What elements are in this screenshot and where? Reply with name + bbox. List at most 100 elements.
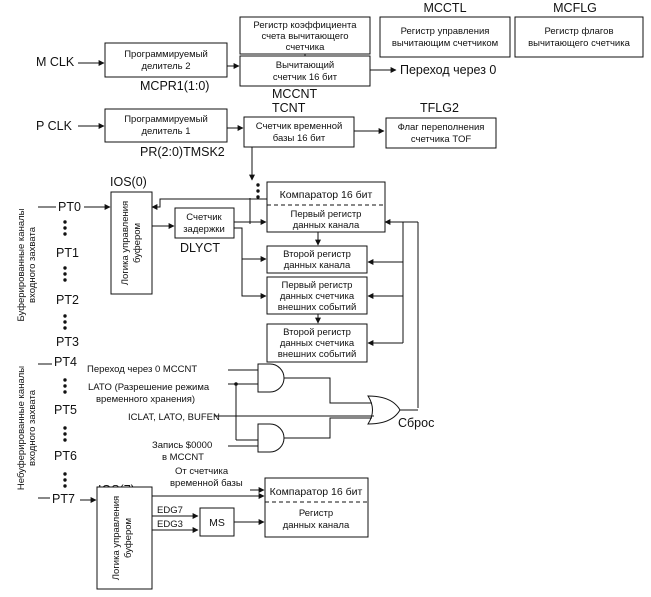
svg-text:PT6: PT6: [54, 449, 77, 463]
svg-text:ICLAT, LATO, BUFEN: ICLAT, LATO, BUFEN: [128, 412, 220, 423]
svg-text:Небуферированные каналы: Небуферированные каналы: [16, 366, 27, 490]
mcpr-label: MCPR1(1:0): [140, 79, 209, 93]
svg-text:временного хранения): временного хранения): [96, 394, 195, 405]
pin-pt7: PT7: [52, 492, 75, 506]
svg-text:делитель 2: делитель 2: [142, 61, 191, 72]
divider1-box: Программируемый делитель 1: [104, 108, 228, 143]
svg-text:Счетчик временной: Счетчик временной: [256, 121, 343, 132]
down-counter-box: Вычитающий счетчик 16 бит: [239, 55, 371, 87]
timebase-counter-box: Счетчик временной базы 16 бит: [243, 116, 355, 148]
iclat-input-label: ICLAT, LATO, BUFEN: [128, 412, 220, 423]
svg-text:внешних событий: внешних событий: [278, 349, 357, 360]
svg-text:PT3: PT3: [56, 335, 79, 349]
and-gate-1: [257, 363, 285, 393]
svg-text:От счетчика: От счетчика: [175, 466, 229, 477]
tof-flag-box: Флаг переполнения счетчика TOF: [385, 117, 497, 149]
svg-text:Запись $0000: Запись $0000: [152, 440, 212, 451]
svg-text:PT7: PT7: [52, 492, 75, 506]
svg-text:буфером: буфером: [132, 223, 143, 263]
svg-text:EDG3: EDG3: [157, 519, 183, 530]
svg-text:Логика управления: Логика управления: [120, 201, 131, 285]
buffer-logic-box-0: Логика управления буфером: [110, 191, 153, 295]
svg-text:данных канала: данных канала: [284, 260, 351, 271]
svg-text:M CLK: M CLK: [36, 55, 75, 69]
dots-pt4-pt5: [63, 378, 67, 394]
svg-text:вычитающим счетчиком: вычитающим счетчиком: [392, 38, 498, 49]
svg-text:задержки: задержки: [183, 224, 225, 235]
svg-text:данных канала: данных канала: [283, 520, 350, 531]
ext-counter-register-1-box: Первый регистр данных счетчика внешних с…: [266, 276, 368, 315]
svg-text:PT4: PT4: [54, 355, 77, 369]
pin-pt1: PT1: [56, 246, 79, 260]
svg-text:входного захвата: входного захвата: [27, 389, 38, 466]
svg-text:PT1: PT1: [56, 246, 79, 260]
svg-text:MCCTL: MCCTL: [423, 1, 466, 15]
svg-text:Второй регистр: Второй регистр: [283, 249, 351, 260]
comparator-box-1: Компаратор 16 бит Первый регистр данных …: [266, 181, 386, 233]
mccnt-label: MCCNT: [272, 87, 317, 101]
pr-label: PR(2:0)TMSK2: [140, 145, 225, 159]
ios0-label: IOS(0): [110, 175, 147, 189]
svg-text:MCFLG: MCFLG: [553, 1, 597, 15]
unbuffered-channels-label: Небуферированные каналы входного захвата: [16, 366, 38, 490]
delay-counter-box: Счетчик задержки: [174, 207, 235, 239]
tflg2-label: TFLG2: [420, 101, 459, 115]
dlyct-label: DLYCT: [180, 241, 220, 255]
svg-text:LATO (Разрешение режима: LATO (Разрешение режима: [88, 382, 210, 393]
svg-text:Регистр: Регистр: [299, 508, 333, 519]
mcflg-label: MCFLG: [553, 1, 597, 15]
lato-input-label: LATO (Разрешение режима временного хране…: [88, 382, 210, 405]
svg-text:TCNT: TCNT: [272, 101, 306, 115]
pin-pt3: PT3: [56, 335, 79, 349]
svg-text:в MCCNT: в MCCNT: [162, 452, 204, 463]
svg-text:временной базы: временной базы: [170, 478, 243, 489]
comparator-box-2: Компаратор 16 бит Регистр данных канала: [264, 477, 369, 538]
svg-text:Переход через 0: Переход через 0: [400, 63, 496, 77]
svg-text:MCPR1(1:0): MCPR1(1:0): [140, 79, 209, 93]
edg7-label: EDG7: [157, 505, 183, 516]
svg-text:MCCNT: MCCNT: [272, 87, 317, 101]
svg-text:Переход через 0 MCCNT: Переход через 0 MCCNT: [87, 364, 197, 375]
svg-text:Логика управления: Логика управления: [111, 496, 122, 580]
zero-mccnt-input-label: Переход через 0 MCCNT: [87, 364, 197, 375]
svg-text:вычитающего счетчика: вычитающего счетчика: [528, 38, 630, 49]
svg-text:Компаратор 16 бит: Компаратор 16 бит: [270, 486, 363, 498]
svg-text:счетчика: счетчика: [286, 42, 326, 53]
svg-text:PR(2:0)TMSK2: PR(2:0)TMSK2: [140, 145, 225, 159]
svg-text:Регистр флагов: Регистр флагов: [544, 26, 613, 37]
reset-label: Сброс: [398, 416, 434, 430]
svg-text:Компаратор 16 бит: Компаратор 16 бит: [280, 189, 373, 201]
svg-text:буфером: буфером: [123, 518, 134, 558]
divider2-box: Программируемый делитель 2: [104, 42, 228, 78]
svg-text:счетчик 16 бит: счетчик 16 бит: [273, 72, 338, 83]
from-timebase-label: От счетчика временной базы: [170, 466, 243, 489]
svg-text:Программируемый: Программируемый: [124, 114, 208, 125]
svg-text:Счетчик: Счетчик: [186, 212, 222, 223]
svg-text:Буферированные каналы: Буферированные каналы: [16, 208, 27, 321]
svg-text:данных счетчика: данных счетчика: [280, 338, 355, 349]
svg-text:базы 16 бит: базы 16 бит: [273, 133, 326, 144]
svg-text:данных канала: данных канала: [293, 220, 360, 231]
svg-text:входного захвата: входного захвата: [27, 226, 38, 303]
svg-text:P CLK: P CLK: [36, 119, 73, 133]
mcctl-register-box: Регистр управления вычитающим счетчиком: [379, 16, 511, 58]
data-register-2-box: Второй регистр данных канала: [266, 245, 368, 274]
svg-text:Вычитающий: Вычитающий: [276, 60, 335, 71]
dots-pt6-pt7: [63, 472, 67, 488]
svg-text:Регистр коэффициента: Регистр коэффициента: [253, 20, 357, 31]
edg3-label: EDG3: [157, 519, 183, 530]
pclk-label: P CLK: [36, 119, 73, 133]
pin-pt0: PT0: [58, 200, 81, 214]
svg-text:TFLG2: TFLG2: [420, 101, 459, 115]
tcnt-label: TCNT: [272, 101, 306, 115]
svg-text:Флаг переполнения: Флаг переполнения: [398, 122, 485, 133]
pin-pt4: PT4: [54, 355, 77, 369]
buffer-logic-box-7: Логика управления буфером: [96, 486, 153, 590]
coef-register-box: Регистр коэффициента счета вычитающего с…: [239, 16, 371, 55]
dots-pt0-pt1: [63, 220, 67, 236]
dots-pt1-pt2: [63, 266, 67, 282]
svg-text:MS: MS: [209, 517, 225, 529]
zero-transition-label: Переход через 0: [400, 63, 496, 77]
dots-pt5-pt6: [63, 426, 67, 442]
